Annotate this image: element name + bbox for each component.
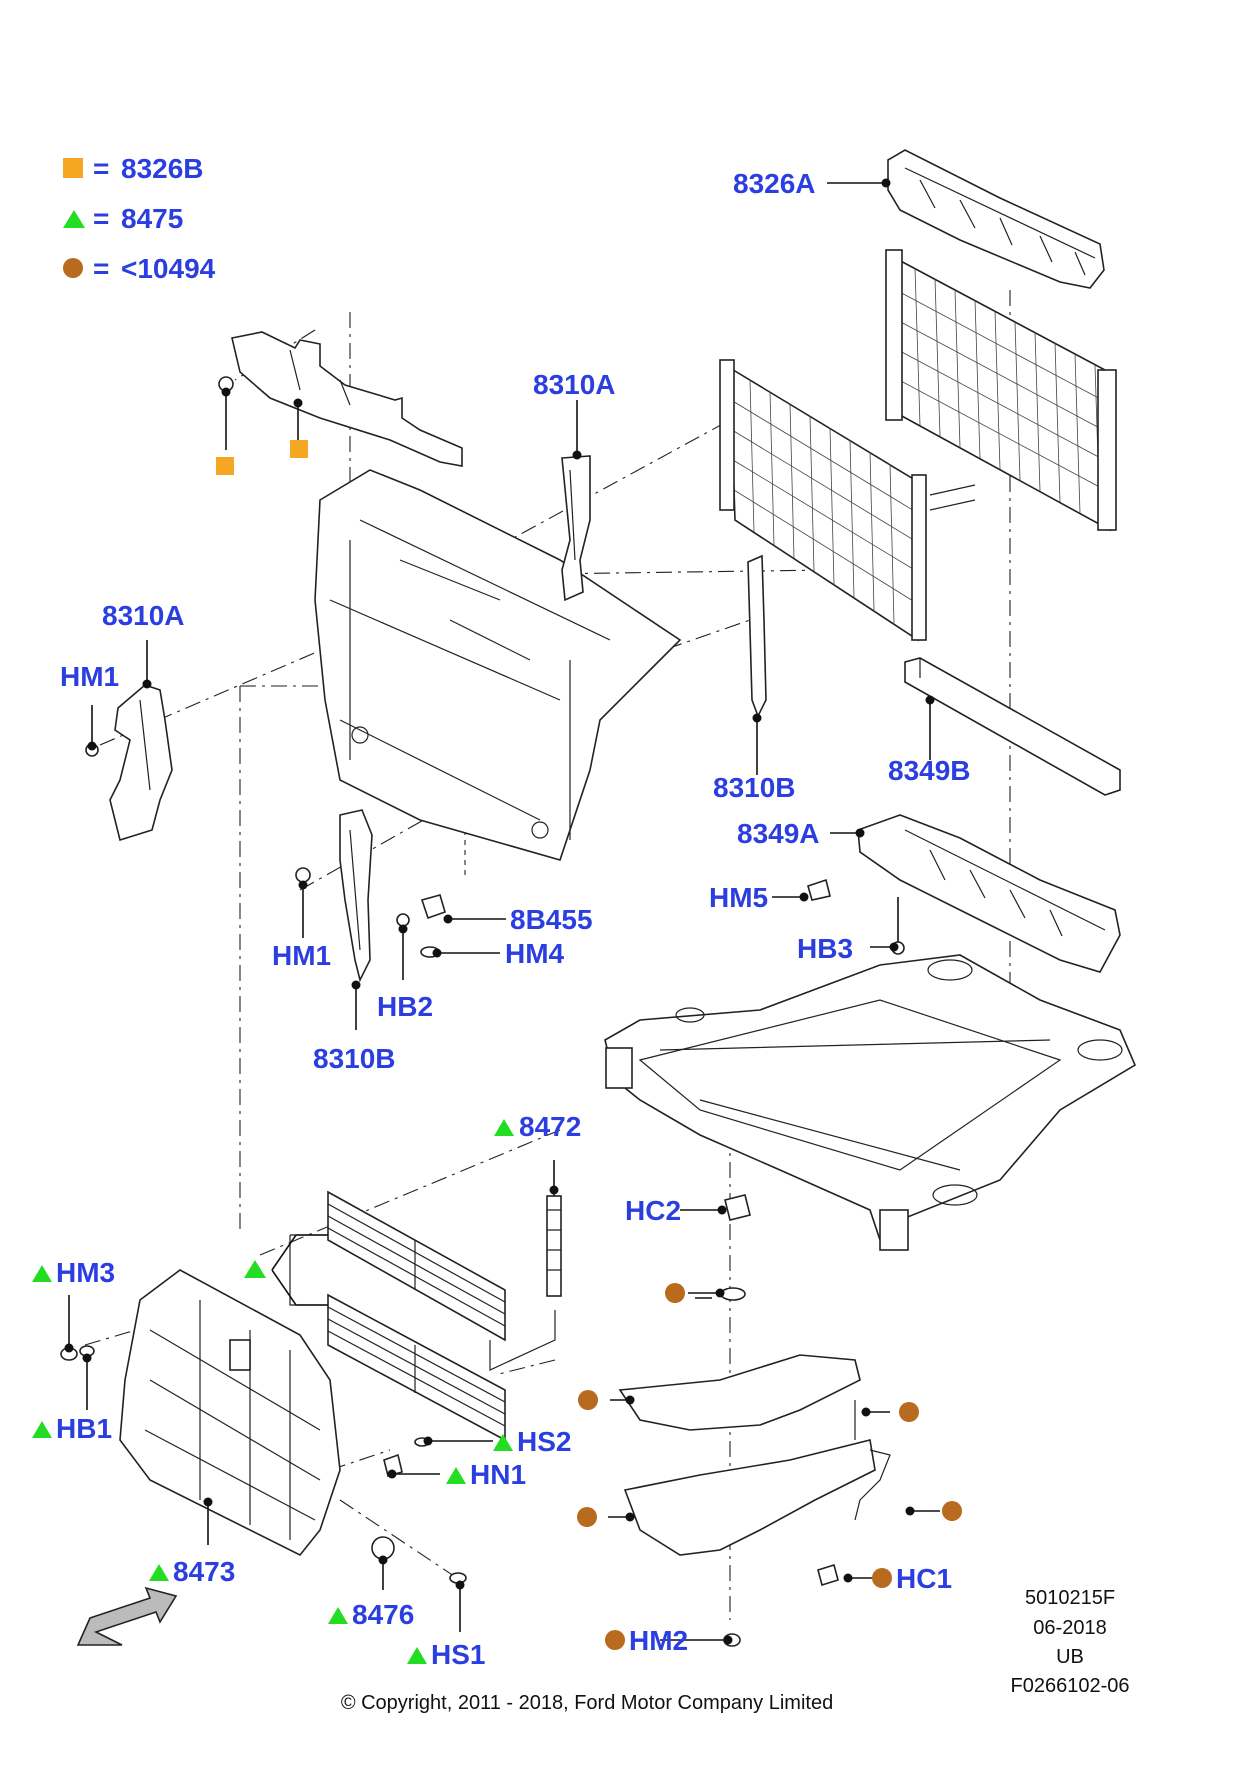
triangle-marker-8473 [149,1564,169,1581]
legend-eq-1: = [93,153,109,184]
circle-marker-washer [665,1283,685,1303]
meta-date: 06-2018 [1033,1617,1106,1639]
fastener-hc2 [724,1194,751,1221]
legend-triangle-icon [63,210,85,228]
label-hs1: HS1 [431,1639,485,1670]
fastener-hm5 [807,878,831,901]
triangle-marker-hs1 [407,1647,427,1664]
label-8310b-mid: 8310B [313,1043,396,1074]
label-8349b: 8349B [888,755,971,786]
label-8349a: 8349A [737,818,820,849]
part-subframe [604,954,1137,1251]
triangle-marker-8472 [494,1119,514,1136]
triangle-marker-hm3 [32,1265,52,1282]
circle-marker-undertray-right [899,1402,919,1422]
legend-eq-3: = [93,253,109,284]
legend-eq-2: = [93,203,109,234]
label-hs2: HS2 [517,1426,571,1457]
legend-code-10494: <10494 [121,253,216,284]
fastener-hb2 [396,913,410,927]
label-hm2: HM2 [629,1625,688,1656]
label-8310a-left: 8310A [102,600,185,631]
leaders [64,178,940,1645]
front-direction-arrow-icon [76,1586,178,1646]
part-grille-frame [119,1269,341,1557]
triangle-marker-hs2 [493,1434,513,1451]
circle-marker-undertray-left [578,1390,598,1410]
label-8326a: 8326A [733,168,816,199]
part-lower-seal-8349a [857,814,1121,973]
fastener-washer [720,1287,746,1301]
circle-marker-lower-right [942,1501,962,1521]
label-hc2: HC2 [625,1195,681,1226]
circle-marker-lower-left [577,1507,597,1527]
label-hm1-left: HM1 [60,661,119,692]
square-marker-1 [216,457,234,475]
fastener-hn1 [383,1453,403,1477]
part-upper-seal-right [887,149,1105,289]
label-hm1-mid: HM1 [272,940,331,971]
fastener-8b455 [420,894,446,920]
circle-marker-hc1 [872,1568,892,1588]
part-radiator-support [314,469,682,861]
part-undertray [618,1354,891,1556]
label-hc1: HC1 [896,1563,952,1594]
label-hm3: HM3 [56,1257,115,1288]
square-marker-2 [290,440,308,458]
label-hm5: HM5 [709,882,768,913]
label-8472: 8472 [519,1111,581,1142]
label-8476: 8476 [352,1599,414,1630]
label-8b455: 8B455 [510,904,593,935]
label-hm4: HM4 [505,938,565,969]
drawing-meta: 5010215F 06-2018 UB F0266102-06 © Copyri… [341,1587,1130,1714]
legend-circle-icon [63,258,83,278]
copyright: © Copyright, 2011 - 2018, Ford Motor Com… [341,1692,833,1714]
part-condenser [719,359,976,642]
meta-region: UB [1056,1646,1084,1668]
label-8310b-right: 8310B [713,772,796,803]
part-radiator [885,249,1117,532]
labels: 8326A 8310A 8310A HM1 8310B 8349B 8349A … [56,168,971,1670]
legend-code-8475: 8475 [121,203,183,234]
label-8310a-top: 8310A [533,369,616,400]
triangle-marker-shutter [244,1260,266,1278]
part-deflector-8310b-right [747,554,767,718]
meta-code: 5010215F [1025,1587,1115,1609]
part-deflector-8310a-left [109,684,173,842]
triangle-marker-hb1 [32,1421,52,1438]
triangle-marker-8476 [328,1607,348,1624]
part-deflector-8310b-mid [339,809,373,983]
part-active-shutter [289,1190,562,1442]
legend-square-icon [63,158,83,178]
triangle-marker-hn1 [446,1467,466,1484]
legend: = 8326B = 8475 = <10494 [63,153,216,284]
part-upper-seal-left [231,331,463,467]
markers [32,440,962,1664]
meta-ref: F0266102-06 [1011,1675,1130,1697]
label-hb3: HB3 [797,933,853,964]
label-hb2: HB2 [377,991,433,1022]
circle-marker-hm2 [605,1630,625,1650]
part-bar-8349b [904,657,1121,796]
fastener-hc1 [817,1563,839,1587]
fastener-hm1-mid [295,867,311,883]
legend-code-8326b: 8326B [121,153,204,184]
label-hn1: HN1 [470,1459,526,1490]
label-hb1: HB1 [56,1413,112,1444]
label-8473: 8473 [173,1556,235,1587]
part-deflector-8310a-top [561,455,591,602]
